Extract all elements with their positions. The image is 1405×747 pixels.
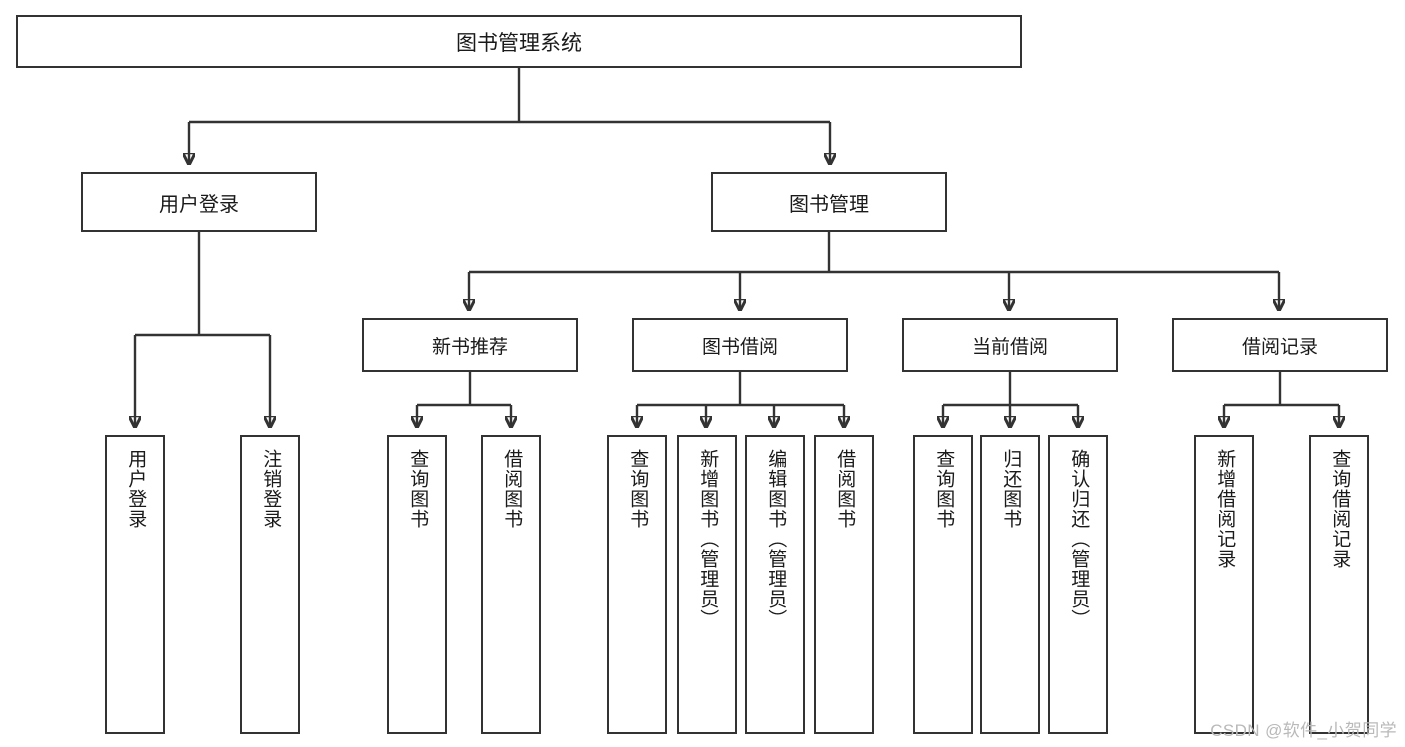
leaf-return-book-label: 归还图书 xyxy=(1000,449,1022,529)
node-book-borrow[interactable]: 图书借阅 xyxy=(632,318,848,372)
leaf-query-book-2-label: 查询图书 xyxy=(627,449,649,529)
connector-book-borrow-to-leaves xyxy=(637,372,844,427)
leaf-query-record-label: 查询借阅记录 xyxy=(1329,449,1351,569)
leaf-query-book-1[interactable]: 查询图书 xyxy=(387,435,447,734)
node-book-manage[interactable]: 图书管理 xyxy=(711,172,947,232)
node-user-login-label: 用户登录 xyxy=(159,193,239,216)
leaf-borrow-book-2-label: 借阅图书 xyxy=(834,449,856,529)
watermark: CSDN @软件_小贺同学 xyxy=(1210,721,1397,740)
leaf-confirm-return-label: 确认归还（管理员） xyxy=(1068,449,1090,629)
leaf-add-book[interactable]: 新增图书（管理员） xyxy=(677,435,737,734)
leaf-return-book[interactable]: 归还图书 xyxy=(980,435,1040,734)
node-book-borrow-label: 图书借阅 xyxy=(701,336,778,358)
node-book-manage-label: 图书管理 xyxy=(789,193,869,216)
leaf-user-login[interactable]: 用户登录 xyxy=(105,435,165,734)
node-user-login[interactable]: 用户登录 xyxy=(81,172,317,232)
leaf-edit-book[interactable]: 编辑图书（管理员） xyxy=(745,435,805,734)
leaf-borrow-book-1[interactable]: 借阅图书 xyxy=(481,435,541,734)
leaf-query-record[interactable]: 查询借阅记录 xyxy=(1309,435,1369,734)
leaf-query-book-3-label: 查询图书 xyxy=(933,449,955,529)
node-borrow-record-label: 借阅记录 xyxy=(1241,336,1318,358)
connector-new-book-recommend-to-leaves xyxy=(417,372,511,427)
connector-borrow-record-to-leaves xyxy=(1224,372,1339,427)
connector-user-login-to-leaves xyxy=(135,232,270,427)
leaf-borrow-book-2[interactable]: 借阅图书 xyxy=(814,435,874,734)
node-current-borrow-label: 当前借阅 xyxy=(971,336,1048,358)
leaf-borrow-book-1-label: 借阅图书 xyxy=(501,449,523,529)
node-root[interactable]: 图书管理系统 xyxy=(16,15,1022,68)
node-current-borrow[interactable]: 当前借阅 xyxy=(902,318,1118,372)
leaf-confirm-return[interactable]: 确认归还（管理员） xyxy=(1048,435,1108,734)
leaf-edit-book-label: 编辑图书（管理员） xyxy=(765,449,787,629)
node-root-label: 图书管理系统 xyxy=(456,31,582,55)
node-borrow-record[interactable]: 借阅记录 xyxy=(1172,318,1388,372)
leaf-logout-login[interactable]: 注销登录 xyxy=(240,435,300,734)
leaf-add-record-label: 新增借阅记录 xyxy=(1214,449,1236,569)
node-new-book-recommend-label: 新书推荐 xyxy=(431,336,508,358)
leaf-query-book-1-label: 查询图书 xyxy=(407,449,429,529)
leaf-user-login-label: 用户登录 xyxy=(125,449,147,529)
connector-book-manage-to-level3 xyxy=(469,232,1279,310)
leaf-query-book-3[interactable]: 查询图书 xyxy=(913,435,973,734)
leaf-logout-login-label: 注销登录 xyxy=(260,449,282,529)
connector-root-to-level2 xyxy=(189,68,830,164)
leaf-add-record[interactable]: 新增借阅记录 xyxy=(1194,435,1254,734)
leaf-query-book-2[interactable]: 查询图书 xyxy=(607,435,667,734)
connector-current-borrow-to-leaves xyxy=(943,372,1078,427)
leaf-add-book-label: 新增图书（管理员） xyxy=(697,449,719,629)
node-new-book-recommend[interactable]: 新书推荐 xyxy=(362,318,578,372)
